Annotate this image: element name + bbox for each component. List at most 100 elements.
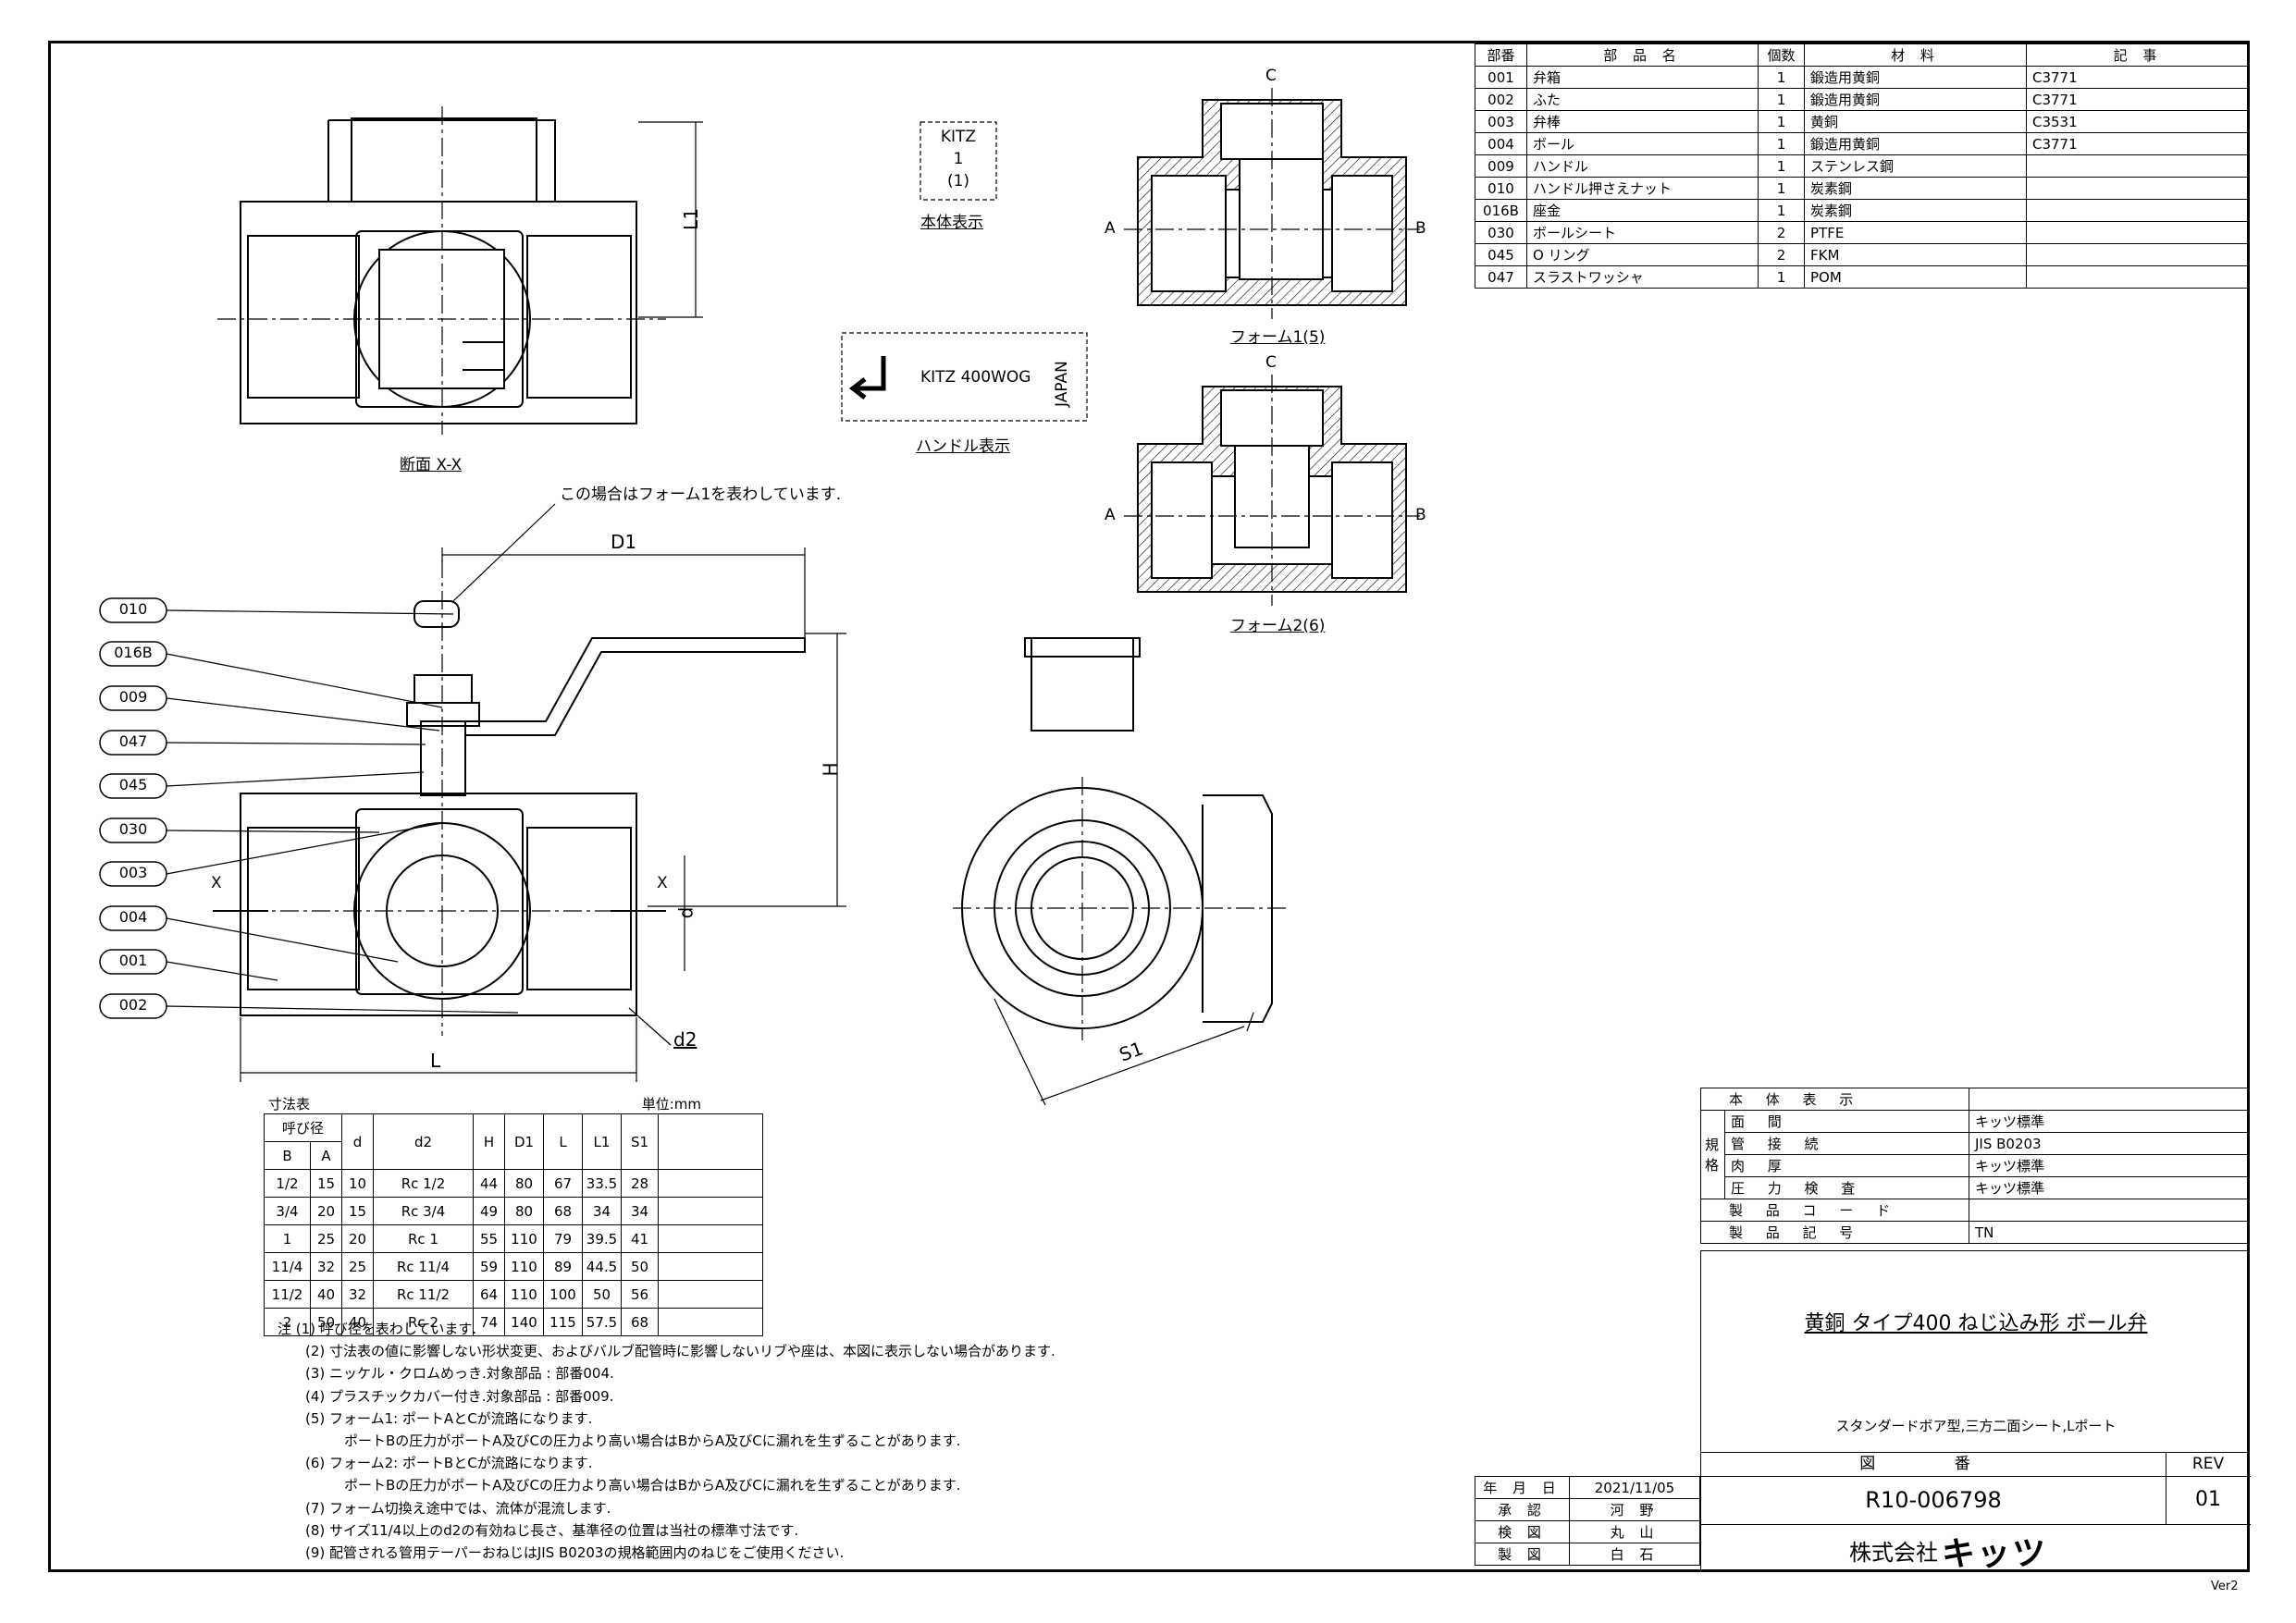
dim-header: d2 [373, 1113, 474, 1170]
part-name: ふた [1526, 88, 1759, 111]
dim-header: S1 [621, 1113, 659, 1170]
spec-label: 面 間 [1724, 1110, 1969, 1133]
dim-cell: 56 [621, 1280, 659, 1309]
company-name: 株式会社 [1849, 1540, 1938, 1566]
handle-mark-side: JAPAN [1053, 361, 1071, 407]
note-line: (9) 配管される管用テーパーおねじはJIS B0203の規格範囲内のねじをご使… [305, 1544, 845, 1562]
dim-cell: 79 [543, 1224, 583, 1253]
product-code-label: 製 品 コ ー ド [1700, 1199, 1969, 1222]
part-qty: 1 [1758, 154, 1805, 178]
part-material: 炭素鋼 [1804, 177, 2027, 200]
front-view [166, 503, 846, 1082]
rev-value: 白 石 [1569, 1543, 1700, 1566]
dim-header: d [341, 1113, 374, 1170]
dim-table-caption-row: 寸法表 単位:mm [268, 1094, 701, 1113]
form2-view [1124, 375, 1420, 606]
part-name: 弁箱 [1526, 66, 1759, 89]
note-line: (5) フォーム1: ポートAとCが流路になります. [305, 1409, 593, 1427]
part-qty: 2 [1758, 221, 1805, 244]
dim-cell: Rc 2 [373, 1308, 474, 1336]
part-material: 黄銅 [1804, 110, 2027, 133]
dim-cell: 74 [473, 1308, 505, 1336]
dim-header: L1 [582, 1113, 622, 1170]
part-qty: 1 [1758, 265, 1805, 289]
part-note: C3771 [2026, 132, 2250, 155]
part-no: 002 [1475, 88, 1527, 111]
dim-cell: Rc 1/2 [373, 1169, 474, 1198]
table-row: 製 図白 石 [1475, 1543, 1700, 1566]
part-qty: 1 [1758, 199, 1805, 222]
balloon-002: 002 [118, 996, 148, 1014]
rev-field: 承 認 [1475, 1498, 1570, 1521]
part-note: C3531 [2026, 110, 2250, 133]
rev-field: 年 月 日 [1475, 1476, 1570, 1499]
dim-cell: 44.5 [582, 1252, 622, 1281]
dim-cell: 39.5 [582, 1224, 622, 1253]
rev-value: 2021/11/05 [1569, 1476, 1700, 1499]
part-note [2026, 154, 2250, 178]
dim-cell: 50 [621, 1252, 659, 1281]
part-no: 003 [1475, 110, 1527, 133]
dim-cell: 32 [310, 1252, 342, 1281]
port-a-label: A [1105, 219, 1116, 238]
note-line: (6) フォーム2: ポートBとCが流路になります. [305, 1455, 593, 1472]
dim-cell: 3/4 [264, 1197, 311, 1225]
part-material: FKM [1804, 243, 2027, 266]
part-note [2026, 177, 2250, 200]
dim-cell: 50 [582, 1280, 622, 1309]
part-material: 鍛造用黄銅 [1804, 88, 2027, 111]
dim-cell: 68 [543, 1197, 583, 1225]
dim-cell: 41 [621, 1224, 659, 1253]
section-view [217, 106, 703, 435]
spec-label: 圧 力 検 査 [1724, 1176, 1969, 1199]
part-name: スラストワッシャ [1526, 265, 1759, 289]
balloon-004: 004 [118, 908, 148, 926]
dim-cell: 59 [473, 1252, 505, 1281]
dim-header: H [473, 1113, 505, 1170]
note-line: (3) ニッケル・クロムめっき.対象部品 : 部番004. [305, 1365, 614, 1383]
spec-label: 肉 厚 [1724, 1154, 1969, 1177]
part-qty: 1 [1758, 132, 1805, 155]
dim-cell: 64 [473, 1280, 505, 1309]
part-name: ハンドル押さえナット [1526, 177, 1759, 200]
parts-header-row: 部番 部 品 名 個数 材 料 記 事 [1475, 43, 2250, 67]
dim-cell: 115 [543, 1308, 583, 1336]
product-mark-label: 製 品 記 号 [1700, 1221, 1969, 1244]
form-note: この場合はフォーム1を表わしています. [560, 486, 842, 504]
title-box: 黄銅 タイプ400 ねじ込み形 ボール弁 スタンダードボア型,三方二面シート,L… [1700, 1250, 2250, 1452]
version-label: Ver2 [2211, 1580, 2239, 1593]
spec-value: キッツ標準 [1969, 1154, 2250, 1177]
dim-header: A [310, 1141, 342, 1170]
drawing-no: R10-006798 [1701, 1476, 2166, 1525]
part-material: ステンレス鋼 [1804, 154, 2027, 178]
part-material: 鍛造用黄銅 [1804, 132, 2027, 155]
dim-cell: Rc 11/4 [373, 1252, 474, 1281]
table-row: 検 図丸 山 [1475, 1520, 1700, 1543]
section-mark-x-right: X [657, 874, 668, 892]
dim-cell: 40 [310, 1280, 342, 1309]
balloon-003: 003 [118, 864, 148, 881]
part-no: 004 [1475, 132, 1527, 155]
dim-cell: Rc 11/2 [373, 1280, 474, 1309]
body-mark-caption: 本体表示 [920, 214, 983, 232]
dim-d2: d2 [673, 1028, 697, 1051]
dim-l: L [430, 1050, 441, 1072]
form1-view [1124, 88, 1420, 319]
rev-label: REV [2166, 1453, 2251, 1477]
dim-cell: 11/2 [264, 1280, 311, 1309]
parts-header: 部 品 名 [1526, 43, 1759, 67]
dim-cell: 80 [504, 1197, 544, 1225]
drawing-frame [48, 41, 2250, 1572]
dim-header: D1 [504, 1113, 544, 1170]
part-material: PTFE [1804, 221, 2027, 244]
part-no: 009 [1475, 154, 1527, 178]
dim-cell: 110 [504, 1280, 544, 1309]
dim-cell: 80 [504, 1169, 544, 1198]
